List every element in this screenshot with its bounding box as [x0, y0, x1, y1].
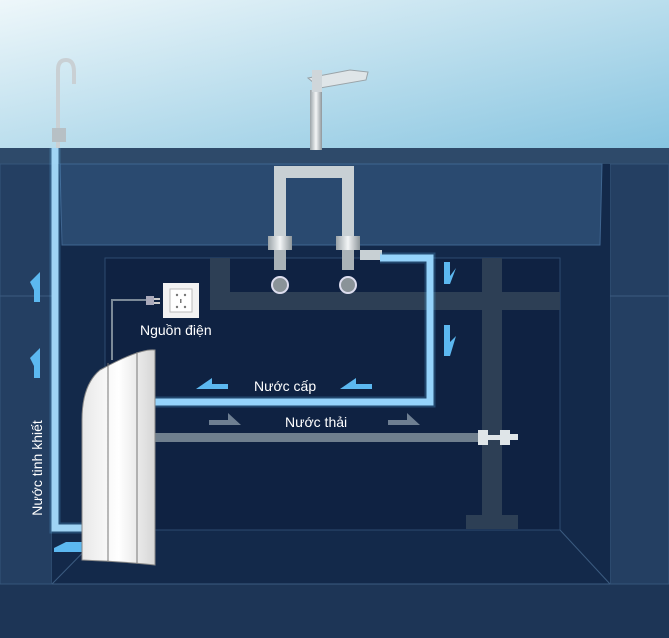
faucet-connector-pipes [268, 166, 382, 294]
left-arrow-icon [340, 378, 372, 389]
power-plug [111, 296, 160, 360]
drain-pipes [210, 258, 560, 529]
cabinet-left-panel [0, 163, 53, 585]
waste-water-pipe [150, 433, 480, 442]
pure-water-label: Nước tinh khiết [28, 420, 45, 516]
water-purifier-unit [81, 349, 156, 566]
power-outlet [163, 283, 199, 318]
up-arrow-icon [30, 348, 40, 378]
right-arrow-icon [388, 413, 420, 425]
up-arrow-icon [30, 272, 40, 302]
countertop [0, 148, 669, 166]
supply-water-pipe [150, 254, 434, 406]
left-arrow-icon [54, 542, 82, 552]
down-arrow-icon [444, 262, 456, 284]
power-label: Nguồn điện [140, 322, 212, 338]
left-arrow-icon [196, 378, 228, 389]
pure-water-arrows [30, 272, 82, 552]
right-arrow-icon [209, 413, 241, 425]
kitchen-faucet [306, 69, 369, 150]
pure-water-faucet [52, 57, 76, 148]
waste-water-label: Nước thải [285, 414, 348, 430]
cabinet-right-panel [609, 163, 669, 585]
waste-water-arrows [209, 413, 420, 425]
sink-basin [59, 163, 603, 246]
supply-water-arrows [196, 262, 456, 389]
supply-water-label: Nước cấp [254, 378, 317, 394]
waste-valve [478, 430, 518, 445]
down-arrow-icon [444, 325, 456, 356]
